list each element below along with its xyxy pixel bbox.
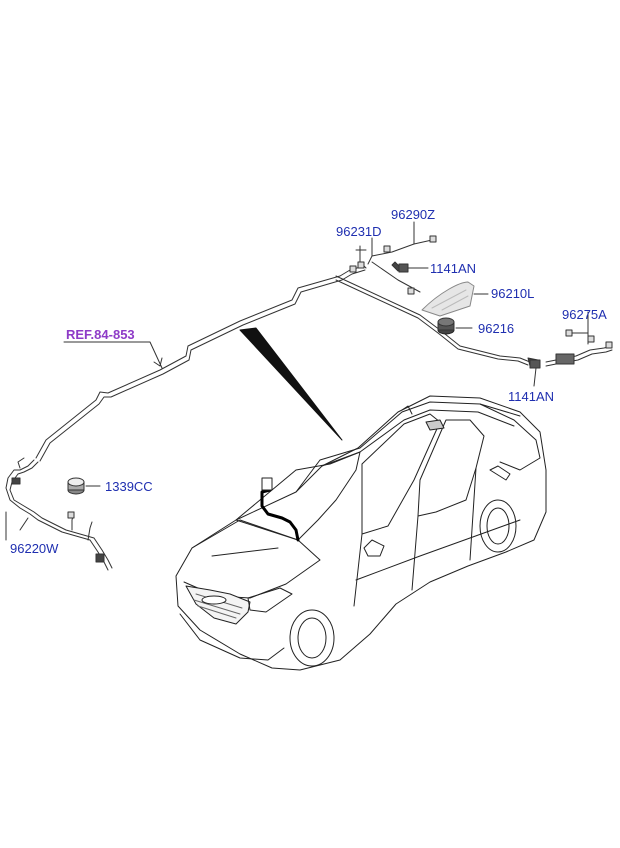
label-1141an-bottom[interactable]: 1141AN <box>508 389 555 404</box>
sedan-car <box>175 395 547 671</box>
label-96231d[interactable]: 96231D <box>336 224 382 239</box>
rearview-mirror <box>261 477 273 491</box>
leader-lines <box>5 221 589 541</box>
rear-cable <box>335 275 531 366</box>
roof-cable <box>35 265 366 462</box>
windshield-harness <box>260 488 300 542</box>
label-96290z[interactable]: 96290Z <box>391 207 436 222</box>
cable-harness-96220w <box>5 457 113 571</box>
cable-connector-96290z <box>367 225 437 295</box>
antenna-pad <box>437 317 473 335</box>
screw-1141an-top <box>391 261 429 273</box>
callout-pointer <box>239 327 343 441</box>
label-1141an-top[interactable]: 1141AN <box>430 261 477 276</box>
cable-connector-96231d <box>349 245 367 273</box>
label-96210l[interactable]: 96210L <box>491 286 535 301</box>
label-1339cc[interactable]: 1339CC <box>105 479 153 494</box>
screw-1141an-bottom <box>527 357 541 387</box>
shark-fin-antenna <box>421 281 489 317</box>
label-96220w[interactable]: 96220W <box>10 541 59 556</box>
extension-cable <box>545 319 613 367</box>
label-ref-84-853[interactable]: REF.84-853 <box>66 327 135 342</box>
grommet-1339cc <box>67 477 101 495</box>
label-96275a[interactable]: 96275A <box>562 307 607 322</box>
label-96216[interactable]: 96216 <box>478 321 515 336</box>
